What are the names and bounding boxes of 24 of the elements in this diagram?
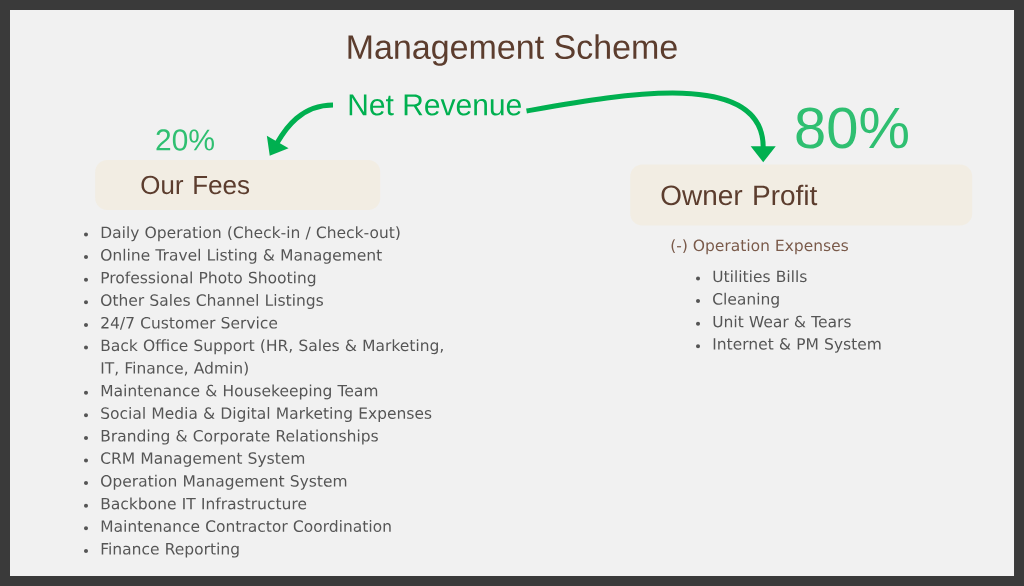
bullet-item: Utilities Bills (696, 270, 807, 283)
bullet-item: Online Travel Listing & Management (84, 248, 382, 264)
bullet-item: Operation Management System (84, 474, 347, 490)
bullet-item: CRM Management System (84, 452, 305, 467)
flow-text: Net Revenue (349, 94, 521, 116)
bullet-item: Internet & PM System (696, 338, 881, 353)
bullet-item: Back Office Support (HR, Sales & Marketing, IT, Finance, Admin) (84, 339, 443, 376)
bullet-item: Backbone IT Infrastructure (84, 497, 307, 510)
bullet-item: Branding & Corporate Relationships (84, 429, 378, 445)
bullet-item: Maintenance Contractor Coordination (84, 520, 391, 532)
bullet-item: Unit Wear & Tears (696, 315, 851, 328)
percentage-label: 80% (796, 107, 908, 149)
bullet-item: Other Sales Channel Listings (84, 294, 323, 309)
bullet-item: Maintenance & Housekeeping Team (84, 384, 378, 400)
bullet-item: Professional Photo Shooting (84, 271, 316, 287)
category-box: Owner Profit (630, 164, 973, 226)
percentage-label: 20% (156, 129, 214, 151)
title: Management Scheme (348, 34, 677, 66)
bullet-item: Daily Operation (Check-in / Check-out) (84, 226, 400, 242)
bullet-item: Social Media & Digital Marketing Expenses (84, 407, 432, 422)
bullet-item: Finance Reporting (84, 542, 239, 558)
bullet-item: 24/7 Customer Service (84, 316, 278, 330)
bullet-item: Cleaning (696, 292, 779, 308)
category-box: Our Fees (95, 160, 381, 210)
